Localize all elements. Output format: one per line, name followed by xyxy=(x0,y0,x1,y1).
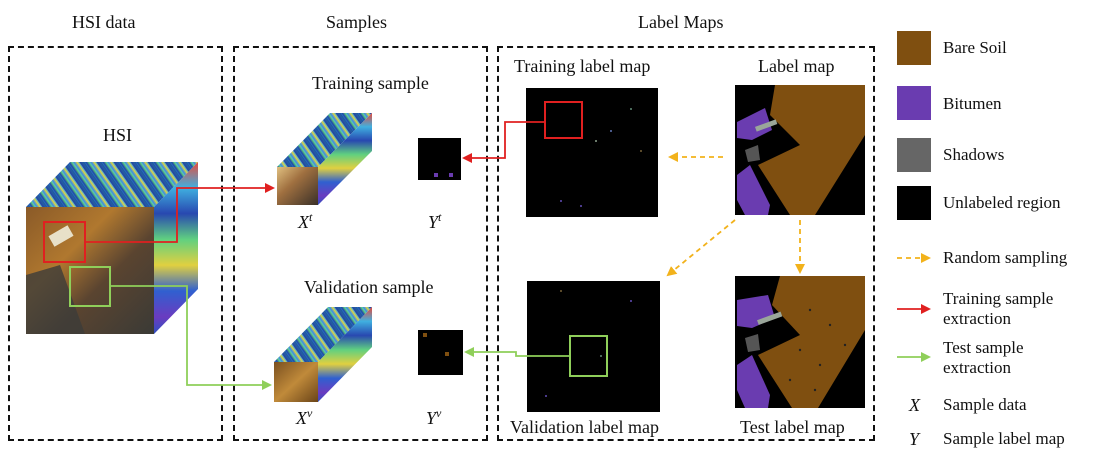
validation-label-map xyxy=(527,281,660,412)
yt-label: Yt xyxy=(428,210,442,232)
full-label-map xyxy=(735,85,865,215)
samples-header: Samples xyxy=(326,12,387,32)
xv-label: Xv xyxy=(296,406,313,428)
validation-cube-front xyxy=(274,362,318,402)
legend-label-test-extraction-2: extraction xyxy=(943,358,1011,377)
validation-sample-title: Validation sample xyxy=(304,277,434,297)
yv-label: Yv xyxy=(426,406,442,428)
yv-label-patch xyxy=(418,330,463,375)
legend-y-desc: Sample label map xyxy=(943,429,1065,448)
label-map-title: Label map xyxy=(758,56,835,76)
test-label-map xyxy=(735,276,865,408)
hsi-label: HSI xyxy=(103,125,133,145)
legend-label-training-extraction-1: Training sample xyxy=(943,289,1054,308)
legend-y-symbol: Y xyxy=(909,429,920,449)
training-cube-top xyxy=(277,113,372,167)
hsi-bright-roof xyxy=(48,225,74,247)
legend-label-random-sampling: Random sampling xyxy=(943,248,1068,267)
validation-cube-side xyxy=(318,307,372,402)
legend-label-bitumen: Bitumen xyxy=(943,94,1002,113)
samples-panel xyxy=(233,46,488,441)
legend-label-bare-soil: Bare Soil xyxy=(943,38,1007,57)
hsi-cube xyxy=(26,162,198,334)
hsi-shadow-region xyxy=(26,265,85,334)
hsi-to-validation-arrow xyxy=(110,285,272,390)
test-label-map-title: Test label map xyxy=(740,417,845,437)
legend-label-training-extraction-2: extraction xyxy=(943,309,1011,328)
training-map-red-box xyxy=(544,101,583,139)
legend-swatch-shadows xyxy=(897,138,931,172)
validation-label-map-title: Validation label map xyxy=(510,417,659,437)
legend-label-unlabeled: Unlabeled region xyxy=(943,193,1061,212)
labelmap-to-valmap-arrow xyxy=(666,219,736,277)
validation-cube-top xyxy=(274,307,372,362)
legend-swatch-bare-soil xyxy=(897,31,931,65)
label-maps-header: Label Maps xyxy=(638,12,724,32)
legend-label-shadows: Shadows xyxy=(943,145,1005,164)
training-cube-side xyxy=(318,113,372,205)
training-sample-title: Training sample xyxy=(312,73,429,93)
xt-label: Xt xyxy=(298,210,313,232)
trainmap-to-yt-arrow xyxy=(462,121,545,163)
training-label-map xyxy=(526,88,658,217)
training-sample-cube xyxy=(277,113,372,205)
yt-label-patch xyxy=(418,138,461,180)
hsi-cube-top xyxy=(26,162,198,207)
legend-x-symbol: X xyxy=(909,395,920,415)
training-cube-front xyxy=(277,167,318,205)
hsi-data-header: HSI data xyxy=(72,12,136,32)
valmap-to-yv-arrow xyxy=(464,347,570,357)
hsi-data-panel xyxy=(8,46,223,441)
label-maps-panel xyxy=(497,46,875,441)
legend-swatch-bitumen xyxy=(897,86,931,120)
validation-sample-cube xyxy=(274,307,372,402)
legend-label-test-extraction-1: Test sample xyxy=(943,338,1024,357)
legend-swatch-unlabeled xyxy=(897,186,931,220)
legend-x-desc: Sample data xyxy=(943,395,1027,414)
hsi-to-training-arrow xyxy=(85,183,275,243)
training-label-map-title: Training label map xyxy=(514,56,651,76)
